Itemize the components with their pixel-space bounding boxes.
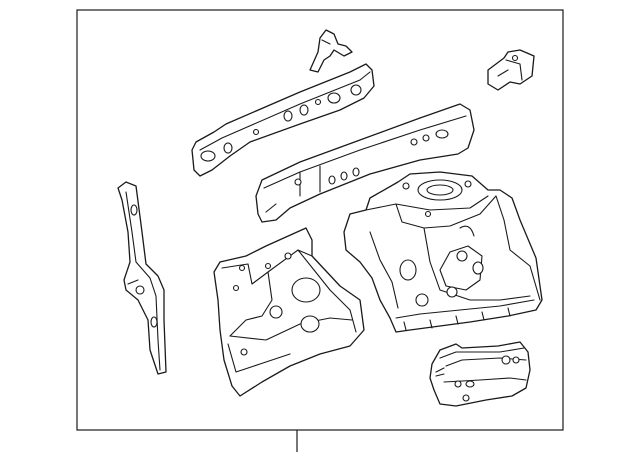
wheelhouse-front-section <box>213 227 365 397</box>
apron-wheelhouse-tower <box>343 171 543 333</box>
lower-extension-bracket <box>429 341 531 407</box>
upper-rail-reinforcement <box>191 63 375 177</box>
side-member-rail <box>255 103 475 223</box>
front-pillar-brace <box>117 181 167 375</box>
upper-bracket <box>309 29 353 73</box>
small-bracket <box>487 49 535 91</box>
